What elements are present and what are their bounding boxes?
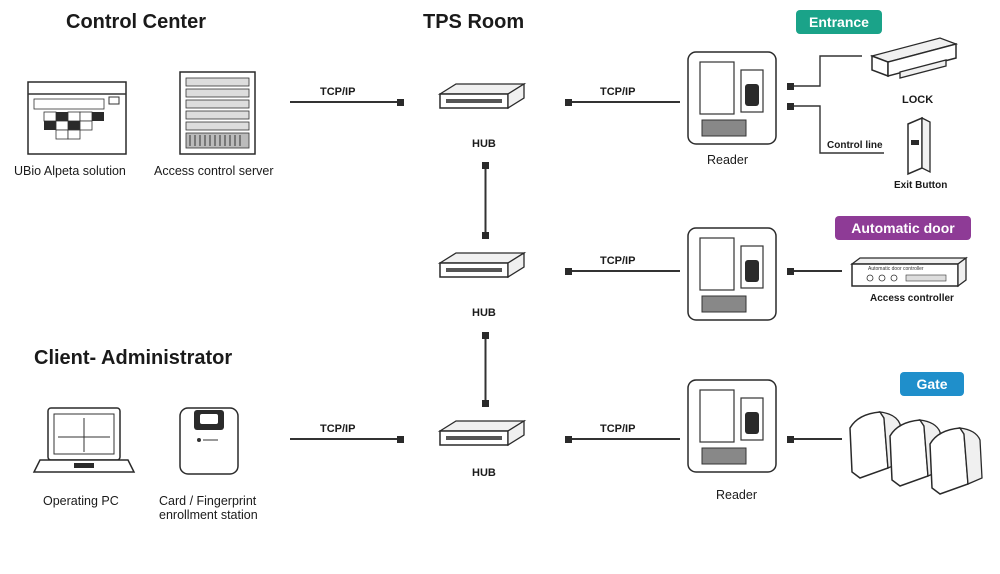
enrollment-station-icon [179,407,239,475]
laptop-icon [32,407,136,473]
entrance-badge: Entrance [796,10,882,34]
control-line-label: Control line [827,140,883,151]
tcpip-label-server-hub: TCP/IP [320,86,355,98]
station-label-line-2: enrollment station [159,508,258,522]
lock-label: LOCK [902,94,933,106]
hub-3-icon [437,419,527,447]
tcpip-label-hub1-reader: TCP/IP [600,86,635,98]
magnetic-lock-icon [869,37,959,79]
gate-badge: Gate [900,372,964,396]
section-title-tps-room: TPS Room [423,11,524,33]
hub-2-label: HUB [472,307,496,319]
tcpip-label-hub2-reader: TCP/IP [600,255,635,267]
reader-2-icon [687,227,777,321]
hub-1-icon [437,82,527,110]
exit-button-label: Exit Button [894,180,947,191]
reader-1-icon [687,51,777,145]
door-controller-print: Automatic door controller [868,266,924,272]
hub-3-label: HUB [472,467,496,479]
ubio-label: UBio Alpeta solution [14,164,126,178]
access-controller-label: Access controller [870,293,954,304]
hub-2-icon [437,251,527,279]
access-controller-icon: Automatic door controller [850,256,968,288]
reader-1-label: Reader [707,153,748,167]
gate-badge-text: Gate [916,376,947,392]
automatic-door-badge: Automatic door [835,216,971,240]
reader-3-label: Reader [716,488,757,502]
section-title-client-admin: Client- Administrator [34,347,232,369]
ubio-window-icon [27,81,127,155]
exit-button-icon [907,116,931,176]
server-rack-icon [179,71,256,155]
reader-3-icon [687,379,777,473]
section-title-control-center: Control Center [66,11,206,33]
tcpip-label-station-hub: TCP/IP [320,423,355,435]
gate-turnstile-icon [849,411,983,495]
tcpip-label-hub3-reader: TCP/IP [600,423,635,435]
hub-1-label: HUB [472,138,496,150]
server-label: Access control server [154,164,273,178]
pc-label: Operating PC [43,494,119,508]
automatic-door-badge-text: Automatic door [851,220,955,236]
station-label-line-1: Card / Fingerprint [159,494,257,508]
connection-wires [290,55,884,443]
entrance-badge-text: Entrance [809,14,869,30]
